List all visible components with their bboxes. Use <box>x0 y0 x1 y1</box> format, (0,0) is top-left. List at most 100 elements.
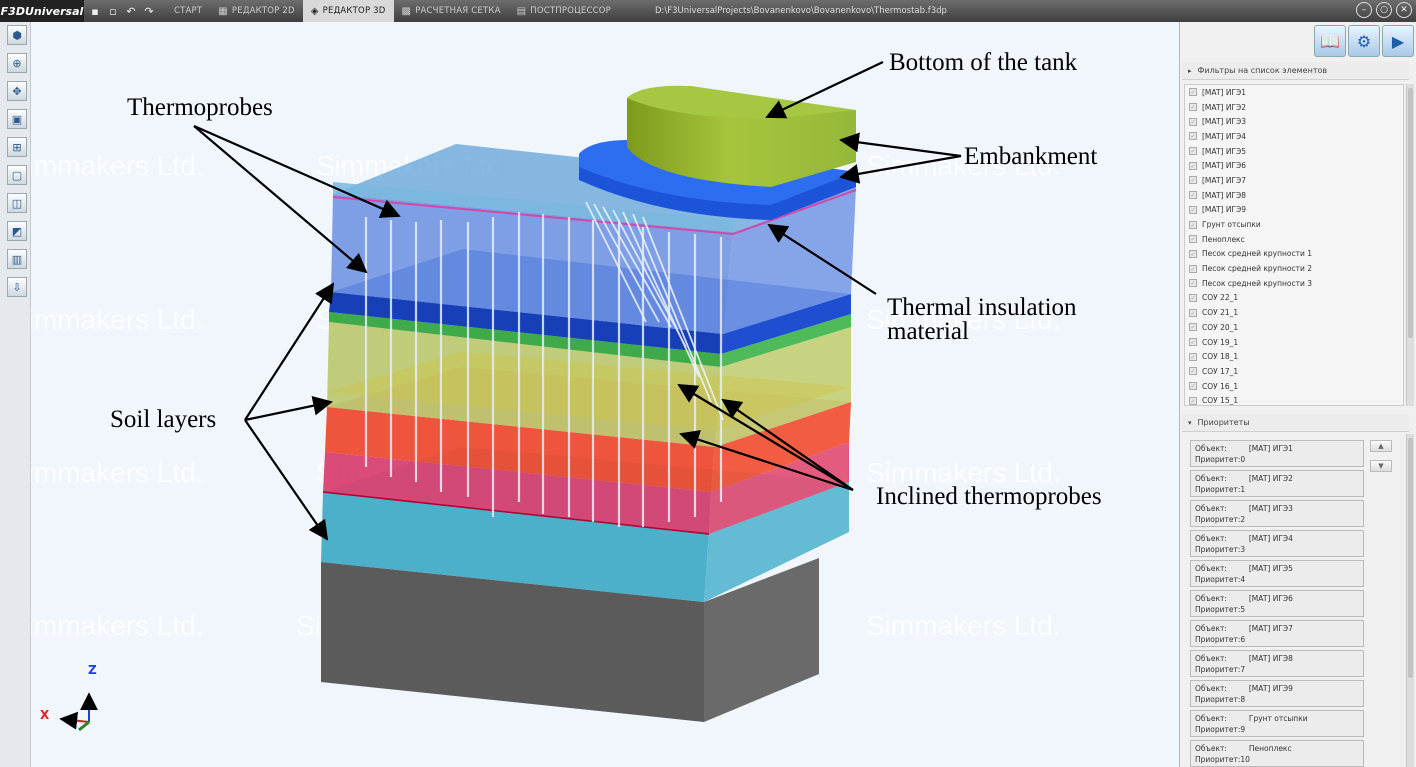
filter-item[interactable]: ✓СОУ 19_1 <box>1185 335 1403 350</box>
tab-icon: ▩ <box>401 5 412 17</box>
checkbox-icon[interactable]: ✓ <box>1189 205 1197 214</box>
redo-icon[interactable]: ↷ <box>144 4 154 18</box>
checkbox-icon[interactable]: ✓ <box>1189 396 1197 405</box>
maximize-icon[interactable]: ○ <box>1376 2 1392 18</box>
filter-item[interactable]: ✓[MAT] ИГЭ2 <box>1185 100 1403 115</box>
checkbox-icon[interactable]: ✓ <box>1189 249 1197 258</box>
checkbox-icon[interactable]: ✓ <box>1189 293 1197 302</box>
checkbox-icon[interactable]: ✓ <box>1189 220 1197 229</box>
front-view-icon[interactable]: ▢ <box>7 165 27 185</box>
priority-scrollbar[interactable] <box>1406 434 1414 767</box>
priority-down-button[interactable]: ▼ <box>1370 460 1392 472</box>
book-icon[interactable]: 📖 <box>1314 25 1346 57</box>
checkbox-icon[interactable]: ✓ <box>1189 352 1197 361</box>
checkbox-icon[interactable]: ✓ <box>1189 191 1197 200</box>
checkbox-icon[interactable]: ✓ <box>1189 161 1197 170</box>
soil-layer-green-side <box>721 314 851 367</box>
filter-item[interactable]: ✓[MAT] ИГЭ4 <box>1185 129 1403 144</box>
checkbox-icon[interactable]: ✓ <box>1189 338 1197 347</box>
object-value: [MAT] ИГЭ4 <box>1248 534 1293 543</box>
view-cube-icon[interactable]: ⬢ <box>7 25 27 45</box>
filter-item[interactable]: ✓[MAT] ИГЭ3 <box>1185 114 1403 129</box>
filter-item[interactable]: ✓СОУ 21_1 <box>1185 305 1403 320</box>
filter-item[interactable]: ✓ [MAT] ИГЭ9 <box>1185 203 1403 218</box>
tab-1[interactable]: ▦РЕДАКТОР 2D <box>210 0 303 22</box>
checkbox-icon[interactable]: ✓ <box>1189 382 1197 391</box>
priority-up-button[interactable]: ▲ <box>1370 440 1392 452</box>
checkbox-icon[interactable]: ✓ <box>1189 323 1197 332</box>
filter-item[interactable]: ✓СОУ 17_1 <box>1185 364 1403 379</box>
filter-item[interactable]: ✓[MAT] ИГЭ8 <box>1185 188 1403 203</box>
filter-item-label: [MAT] ИГЭ9 <box>1202 205 1247 215</box>
close-icon[interactable]: ✕ <box>1396 2 1412 18</box>
checkbox-icon[interactable]: ✓ <box>1189 264 1197 273</box>
filter-item[interactable]: ✓[MAT] ИГЭ6 <box>1185 158 1403 173</box>
filter-item[interactable]: ✓СОУ 18_1 <box>1185 349 1403 364</box>
priorities-header[interactable]: ▾ Приоритеты <box>1182 414 1409 432</box>
filter-item[interactable]: ✓СОУ 22_1 <box>1185 291 1403 306</box>
filter-item[interactable]: ✓Грунт отсыпки <box>1185 217 1403 232</box>
zoom-icon[interactable]: ⊕ <box>7 53 27 73</box>
priority-label: Приоритет: <box>1195 665 1241 674</box>
tab-2[interactable]: ◈РЕДАКТОР 3D <box>302 0 394 22</box>
filter-item[interactable]: ✓СОУ 16_1 <box>1185 379 1403 394</box>
checkbox-icon[interactable]: ✓ <box>1189 235 1197 244</box>
checkbox-icon[interactable]: ✓ <box>1189 308 1197 317</box>
label-thermal-insulation-2: material <box>887 318 969 345</box>
filter-item[interactable]: ✓[MAT] ИГЭ7 <box>1185 173 1403 188</box>
filter-item[interactable]: ✓[MAT] ИГЭ1 <box>1185 85 1403 100</box>
object-value: [MAT] ИГЭ1 <box>1248 444 1293 453</box>
layers-icon[interactable]: ▥ <box>7 249 27 269</box>
filter-item[interactable]: ✓Пеноплекс <box>1185 232 1403 247</box>
priority-value: 2 <box>1240 515 1246 524</box>
3d-viewport[interactable]: Simmakers Ltd. Simmakers Ltd. Simmakers … <box>31 22 1179 767</box>
checkbox-icon[interactable]: ✓ <box>1189 88 1197 97</box>
undo-icon[interactable]: ↶ <box>126 4 136 18</box>
checkbox-icon[interactable]: ✓ <box>1189 367 1197 376</box>
section-view-icon[interactable]: ◩ <box>7 221 27 241</box>
object-value: [MAT] ИГЭ9 <box>1248 684 1293 693</box>
priority-label: Приоритет: <box>1195 545 1241 554</box>
iso-view-icon[interactable]: ◫ <box>7 193 27 213</box>
tab-3[interactable]: ▩РАСЧЕТНАЯ СЕТКА <box>394 0 509 22</box>
gears-icon[interactable]: ⚙ <box>1348 25 1380 57</box>
filter-item[interactable]: ✓СОУ 15_1 <box>1185 393 1403 405</box>
checkbox-icon[interactable]: ✓ <box>1189 103 1197 112</box>
save-icon[interactable]: ▪ <box>91 4 99 18</box>
filter-item[interactable]: ✓Песок средней крупности 2 <box>1185 261 1403 276</box>
filter-item[interactable]: ✓Песок средней крупности 1 <box>1185 247 1403 262</box>
import-icon[interactable]: ⇩ <box>7 277 27 297</box>
filter-item[interactable]: ✓[MAT] ИГЭ5 <box>1185 144 1403 159</box>
pan-icon[interactable]: ✥ <box>7 81 27 101</box>
expand-icon: ▸ <box>1188 66 1192 75</box>
checkbox-icon[interactable]: ✓ <box>1189 176 1197 185</box>
play-icon[interactable]: ▶ <box>1382 25 1414 57</box>
filters-header[interactable]: ▸ Фильтры на список элементов <box>1182 62 1409 80</box>
priority-label: Приоритет: <box>1195 485 1241 494</box>
checkbox-icon[interactable]: ✓ <box>1189 117 1197 126</box>
filter-item[interactable]: ✓СОУ 20_1 <box>1185 320 1403 335</box>
checkbox-icon[interactable]: ✓ <box>1189 132 1197 141</box>
select-region-icon[interactable]: ⊞ <box>7 137 27 157</box>
filter-scrollbar[interactable] <box>1406 84 1414 406</box>
filter-item[interactable]: ✓Песок средней крупности 3 <box>1185 276 1403 291</box>
minimize-icon[interactable]: – <box>1356 2 1372 18</box>
tab-0[interactable]: СТАРТ <box>166 0 210 22</box>
tab-4[interactable]: ▤ПОСТПРОЦЕССОР <box>509 0 619 22</box>
checkbox-icon[interactable]: ✓ <box>1189 147 1197 156</box>
checkbox-icon[interactable]: ✓ <box>1189 279 1197 288</box>
open-icon[interactable]: ▫ <box>109 4 117 18</box>
fit-view-icon[interactable]: ▣ <box>7 109 27 129</box>
